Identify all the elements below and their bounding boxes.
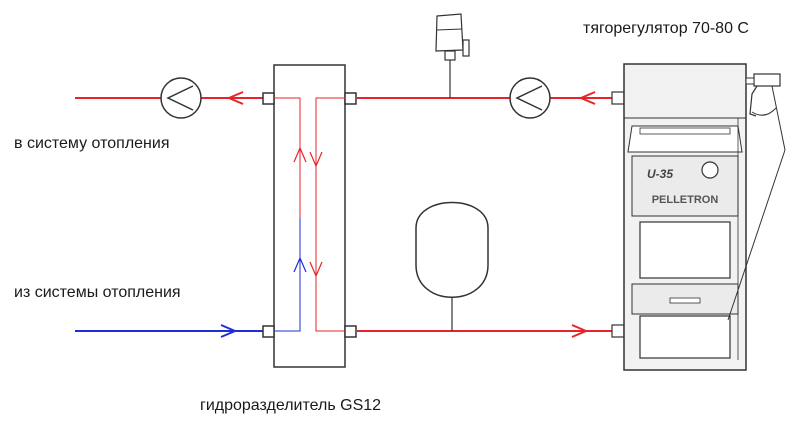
- hydraulic-separator: [262, 64, 357, 368]
- draft-regulator: [727, 73, 786, 321]
- boiler-gauge: [701, 161, 719, 179]
- flow-arrow-boiler-top: [578, 91, 596, 105]
- label-draft-regulator: тягорегулятор 70-80 С: [583, 20, 749, 37]
- expansion-tank: [415, 201, 489, 331]
- pump-right: [509, 77, 551, 119]
- label-from-heating-system: из системы отопления: [14, 284, 181, 301]
- flow-arrow-out: [226, 91, 244, 105]
- boiler-brand: PELLETRON: [652, 194, 719, 206]
- boiler: U-35 PELLETRON: [611, 63, 747, 371]
- flow-arrow-in: [220, 324, 238, 338]
- boiler-model-mark: U-35: [647, 167, 673, 181]
- label-to-heating-system: в систему отопления: [14, 135, 170, 152]
- label-hydraulic-separator: гидроразделитель GS12: [200, 397, 382, 414]
- pump-left: [160, 77, 202, 119]
- flow-arrow-boiler-bottom: [571, 324, 589, 338]
- air-vent: [435, 13, 470, 98]
